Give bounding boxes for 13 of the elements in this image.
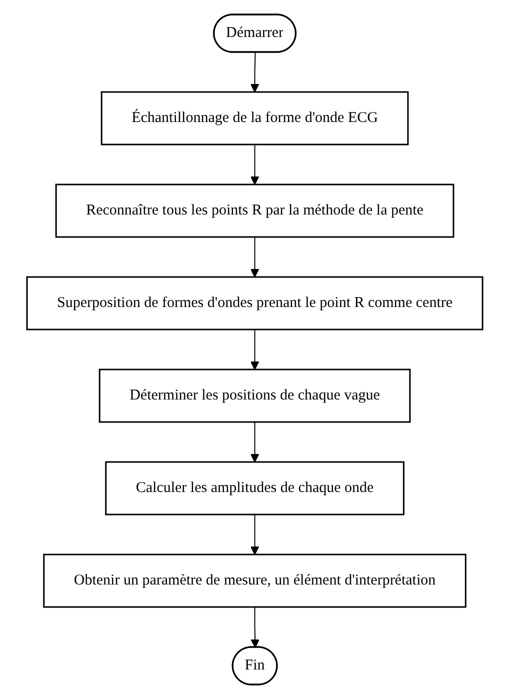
node-box: Échantillonnage de la forme d'onde ECG (101, 91, 409, 146)
arrow (250, 144, 260, 185)
arrow (250, 236, 260, 278)
node-box: Déterminer les positions de chaque vague (99, 368, 411, 423)
arrow (250, 422, 260, 462)
node-box: Superposition de formes d'ondes prenant le point R comme centre (26, 276, 484, 330)
node-box: Calculer les amplitudes de chaque onde (105, 461, 405, 516)
arrow (250, 514, 260, 555)
arrow (250, 606, 260, 648)
arrow (250, 329, 260, 370)
node-box: Obtenir un paramètre de mesure, un élément d'interprétation (43, 554, 467, 608)
node-box: Reconnaître tous les points R par la méthode de la pente (56, 184, 454, 238)
arrow (250, 52, 260, 92)
